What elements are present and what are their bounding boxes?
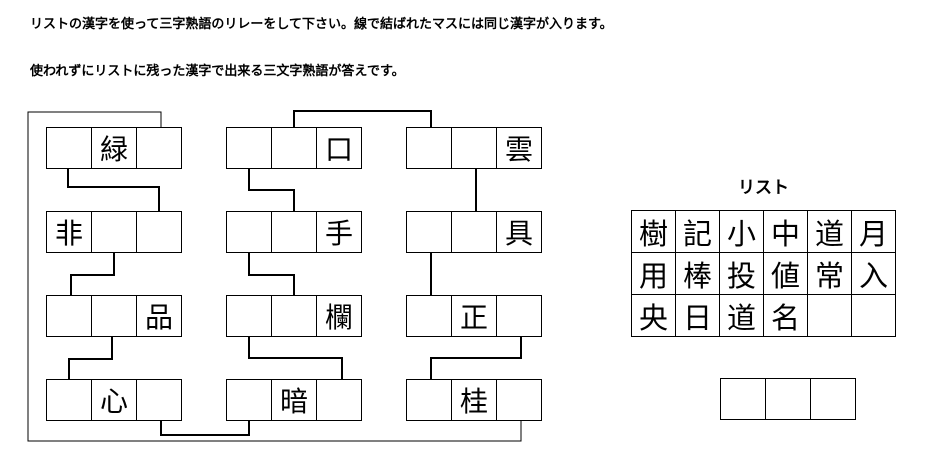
kanji-cell[interactable]: 緑 xyxy=(91,128,136,168)
list-kanji: 樹 xyxy=(632,211,676,253)
connector xyxy=(248,167,295,211)
instruction-line-1: リストの漢字を使って三字熟語のリレーをして下さい。線で結ばれたマスには同じ漢字が… xyxy=(30,17,613,32)
kanji-cell[interactable]: 品 xyxy=(136,296,181,336)
kanji-cell[interactable] xyxy=(271,128,316,168)
connector xyxy=(67,167,160,211)
word-box: 口 xyxy=(226,127,362,169)
kanji-cell[interactable]: 欄 xyxy=(316,296,361,336)
kanji-cell[interactable]: 口 xyxy=(316,128,361,168)
kanji-cell[interactable] xyxy=(407,212,451,252)
kanji-cell[interactable]: 雲 xyxy=(496,128,541,168)
kanji-cell[interactable]: 手 xyxy=(316,212,361,252)
answer-cell[interactable] xyxy=(810,379,855,419)
word-box: 品 xyxy=(46,295,182,337)
connector xyxy=(70,252,115,295)
connector xyxy=(68,336,113,379)
list-kanji: 用 xyxy=(632,253,676,295)
connector xyxy=(430,336,522,379)
word-box: 具 xyxy=(406,211,542,253)
kanji-cell[interactable] xyxy=(407,380,451,420)
word-box: 正 xyxy=(406,295,542,337)
kanji-cell[interactable]: 心 xyxy=(91,380,136,420)
list-kanji: 常 xyxy=(808,253,852,295)
answer-cell[interactable] xyxy=(721,379,765,419)
kanji-cell[interactable] xyxy=(496,380,541,420)
connector xyxy=(248,252,295,295)
list-kanji: 棒 xyxy=(676,253,720,295)
kanji-cell[interactable] xyxy=(316,380,361,420)
word-box: 暗 xyxy=(226,379,362,421)
answer-cell[interactable] xyxy=(765,379,810,419)
list-title: リスト xyxy=(738,178,789,198)
list-kanji: 中 xyxy=(764,211,808,253)
word-box: 欄 xyxy=(226,295,362,337)
kanji-cell[interactable] xyxy=(496,296,541,336)
list-kanji xyxy=(808,295,852,337)
list-kanji: 投 xyxy=(720,253,764,295)
kanji-cell[interactable] xyxy=(407,296,451,336)
word-box: 非 xyxy=(46,211,182,253)
outer-loop-line xyxy=(27,111,522,442)
list-kanji: 入 xyxy=(852,253,896,295)
answer-box xyxy=(720,378,856,420)
word-box: 手 xyxy=(226,211,362,253)
kanji-cell[interactable] xyxy=(91,212,136,252)
word-box: 緑 xyxy=(46,127,182,169)
kanji-cell[interactable] xyxy=(91,296,136,336)
kanji-cell[interactable] xyxy=(227,296,271,336)
list-kanji xyxy=(852,295,896,337)
kanji-cell[interactable] xyxy=(227,380,271,420)
kanji-cell[interactable]: 具 xyxy=(496,212,541,252)
list-kanji: 道 xyxy=(720,295,764,337)
kanji-list: 樹記小中道月用棒投値常入央日道名 xyxy=(631,210,896,337)
list-kanji: 月 xyxy=(852,211,896,253)
list-kanji: 道 xyxy=(808,211,852,253)
kanji-cell[interactable]: 暗 xyxy=(271,380,316,420)
list-kanji: 日 xyxy=(676,295,720,337)
kanji-cell[interactable] xyxy=(136,380,181,420)
kanji-cell[interactable] xyxy=(227,128,271,168)
list-kanji: 央 xyxy=(632,295,676,337)
kanji-cell[interactable] xyxy=(407,128,451,168)
word-box: 雲 xyxy=(406,127,542,169)
list-kanji: 値 xyxy=(764,253,808,295)
connector xyxy=(160,420,250,436)
kanji-cell[interactable] xyxy=(47,296,91,336)
kanji-cell[interactable] xyxy=(271,296,316,336)
kanji-cell[interactable] xyxy=(47,380,91,420)
list-kanji: 記 xyxy=(676,211,720,253)
kanji-cell[interactable] xyxy=(47,128,91,168)
word-box: 心 xyxy=(46,379,182,421)
kanji-cell[interactable]: 正 xyxy=(451,296,496,336)
kanji-cell[interactable] xyxy=(451,128,496,168)
connector xyxy=(248,336,343,379)
kanji-cell[interactable] xyxy=(227,212,271,252)
list-kanji: 名 xyxy=(764,295,808,337)
connector xyxy=(293,110,432,127)
list-kanji: 小 xyxy=(720,211,764,253)
kanji-cell[interactable]: 非 xyxy=(54,217,83,250)
kanji-cell[interactable] xyxy=(451,212,496,252)
kanji-cell[interactable]: 桂 xyxy=(451,380,496,420)
kanji-cell[interactable] xyxy=(136,128,181,168)
instruction-line-2: 使われずにリストに残った漢字で出来る三文字熟語が答えです。 xyxy=(30,64,405,79)
kanji-cell[interactable] xyxy=(271,212,316,252)
word-box: 桂 xyxy=(406,379,542,421)
kanji-cell[interactable] xyxy=(136,212,181,252)
